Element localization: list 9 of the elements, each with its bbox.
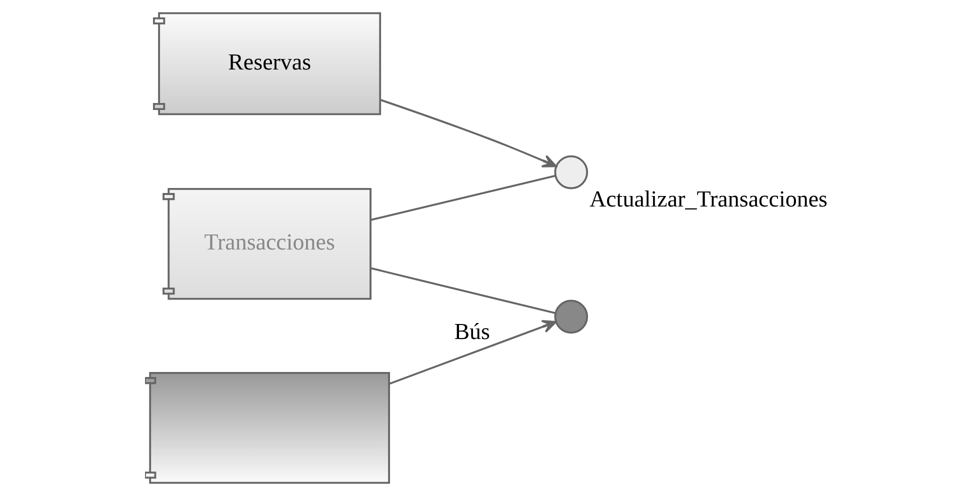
node-circle	[554, 300, 588, 334]
edge-label: Bús	[454, 318, 490, 344]
arrow	[380, 99, 556, 168]
connector	[370, 174, 555, 221]
node-label: Actualizar_Transacciones	[588, 186, 828, 212]
arrow	[388, 320, 556, 385]
node-circle	[554, 155, 588, 190]
connector	[370, 267, 555, 314]
node-box	[144, 372, 390, 484]
